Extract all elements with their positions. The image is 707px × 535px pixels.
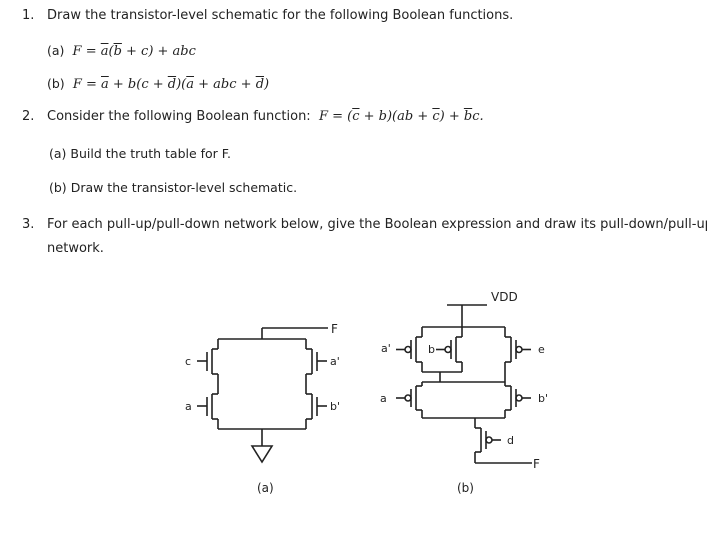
problem-1-text: Draw the transistor-level schematic for … xyxy=(47,8,514,23)
problem-2: Consider the following Boolean function:… xyxy=(47,109,484,124)
problem-1-number: 1. xyxy=(22,8,35,23)
circuit-b-input-d: d xyxy=(507,434,514,447)
circuit-b-supply-label: VDD xyxy=(491,290,518,304)
problem-2a-text: Build the truth table for F. xyxy=(70,146,231,161)
circuit-b-input-a: a xyxy=(380,392,387,405)
ground-icon xyxy=(250,445,274,464)
circuit-b-input-e: e xyxy=(538,343,545,356)
circuit-a-input-c: c xyxy=(185,355,191,368)
circuit-b-output-label: F xyxy=(533,457,540,471)
problem-2-text: Consider the following Boolean function: xyxy=(47,109,311,124)
circuit-b-input-a-bar: a' xyxy=(381,342,391,355)
problem-1b: (b) F = a + b(c + d)(a + abc + d) xyxy=(47,76,269,92)
problem-1a-expression: F = a(b + c) + abc xyxy=(68,44,196,59)
problem-1b-label: (b) xyxy=(47,76,65,91)
problem-2-number: 2. xyxy=(22,109,35,124)
circuit-a-input-a-bar: a' xyxy=(330,355,340,368)
problem-2a-label: (a) xyxy=(49,146,67,161)
problem-2b-text: Draw the transistor-level schematic. xyxy=(70,180,298,195)
problem-1b-expression: F = a + b(c + d)(a + abc + d) xyxy=(68,77,270,92)
circuit-a-caption: (a) xyxy=(257,481,274,495)
circuit-b-input-b-bar: b' xyxy=(538,392,548,405)
problem-2a: (a) Build the truth table for F. xyxy=(49,146,231,161)
problem-1a: (a) F = a(b + c) + abc xyxy=(47,43,196,59)
problem-1a-label: (a) xyxy=(47,43,65,58)
problem-3-text-line2: network. xyxy=(47,241,104,256)
problem-3-number: 3. xyxy=(22,217,35,232)
circuit-b-caption: (b) xyxy=(457,481,474,495)
circuit-a-input-a: a xyxy=(185,400,192,413)
problem-2-expression: F = (c + b)(ab + c) + bc. xyxy=(314,109,484,124)
circuit-a-input-b-bar: b' xyxy=(330,400,340,413)
problem-2b: (b) Draw the transistor-level schematic. xyxy=(49,180,297,195)
problem-2b-label: (b) xyxy=(49,180,67,195)
circuit-b-input-b: b xyxy=(428,343,435,356)
circuit-a-output-label: F xyxy=(331,322,338,336)
problem-3-text-line1: For each pull-up/pull-down network below… xyxy=(47,217,707,232)
